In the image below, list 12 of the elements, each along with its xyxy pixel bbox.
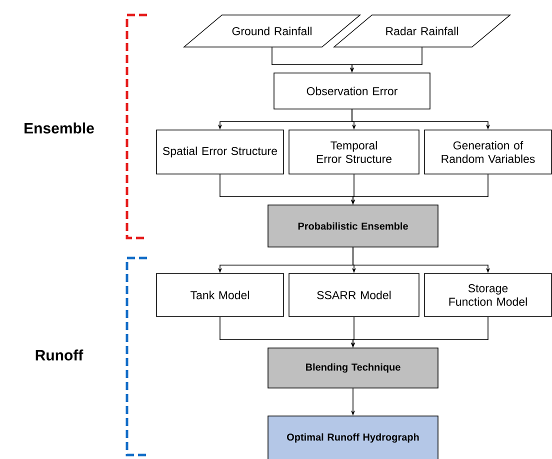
process-box: Blending Technique	[268, 348, 438, 388]
section-label: Ensemble	[24, 122, 94, 134]
section-label: Runoff	[36, 350, 84, 360]
process-box: Tank Model	[156, 273, 284, 317]
process-box: Storage Function Model	[424, 273, 552, 317]
result-box: Optimal Runoff Hydrograph	[268, 416, 438, 459]
process-box: Probabilistic Ensemble	[268, 204, 438, 248]
process-box: Temporal Error Structure	[288, 130, 420, 174]
process-box: SSARR Model	[288, 273, 420, 317]
process-box: Observation Error	[274, 72, 430, 110]
process-box: Spatial Error Structure	[156, 130, 284, 174]
process-box: Generation of Random Variables	[424, 130, 552, 174]
